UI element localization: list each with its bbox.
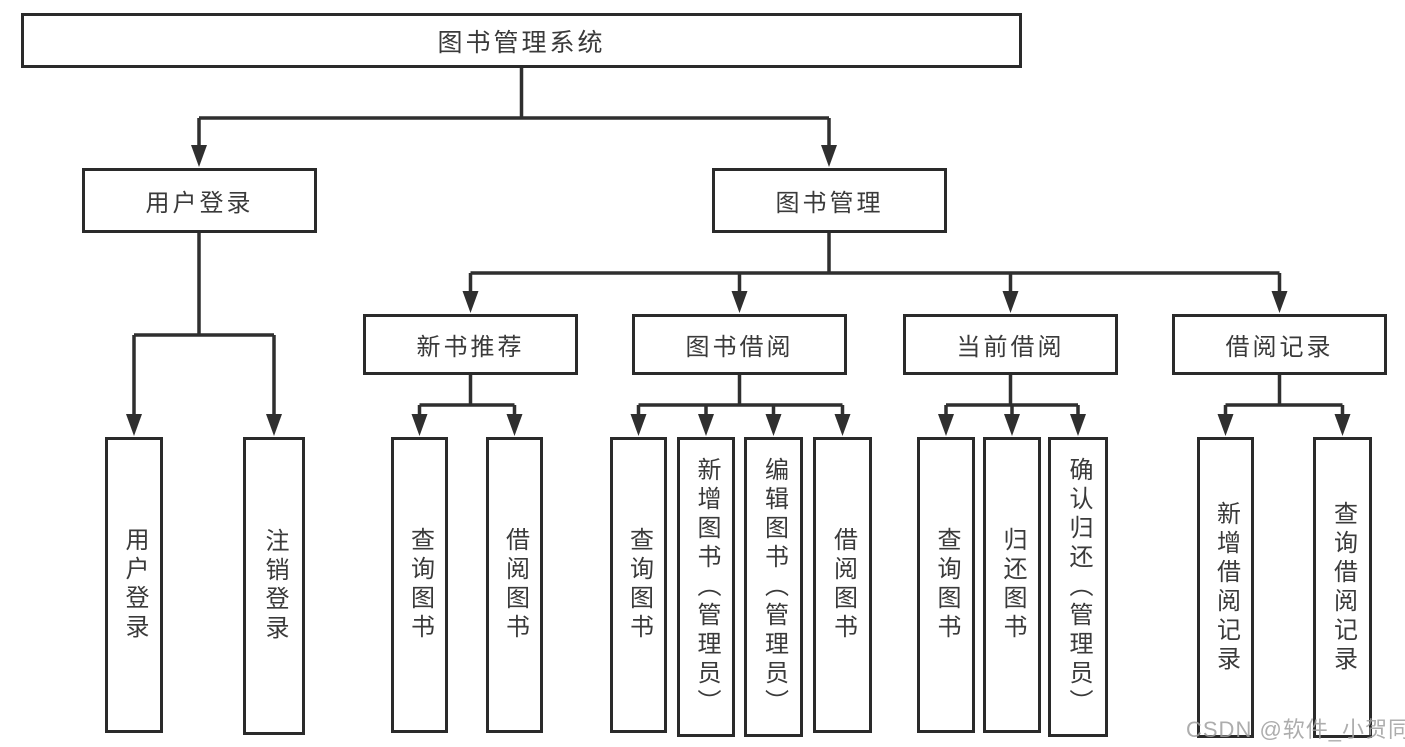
- node-label: 新增图书（管理员）: [693, 456, 720, 718]
- node-borrow-records: 借阅记录: [1172, 314, 1387, 375]
- leaf-records-query: 查询借阅记录: [1313, 437, 1372, 738]
- node-user-login: 用户登录: [82, 168, 317, 233]
- node-label: 借阅图书: [501, 527, 529, 643]
- connector-records-to-leaves: [1217, 375, 1351, 436]
- node-current-borrow: 当前借阅: [903, 314, 1118, 375]
- node-label: 编辑图书（管理员）: [760, 456, 788, 718]
- node-label: 新书推荐: [416, 334, 525, 361]
- leaf-borrow-borrow: 借阅图书: [813, 437, 872, 733]
- leaf-borrow-query: 查询图书: [610, 437, 667, 733]
- node-root: 图书管理系统: [21, 13, 1022, 68]
- leaf-current-return: 归还图书: [983, 437, 1041, 733]
- node-label: 用户登录: [121, 527, 148, 643]
- node-label: 新增借阅记录: [1212, 500, 1240, 675]
- node-book-borrow: 图书借阅: [632, 314, 847, 375]
- node-label: 图书管理系统: [437, 28, 606, 57]
- connector-current-to-leaves: [938, 375, 1086, 436]
- connector-management-to-level3: [462, 233, 1288, 313]
- node-label: 注销登录: [261, 528, 288, 644]
- leaf-newbook-query: 查询图书: [391, 437, 448, 733]
- leaf-current-query: 查询图书: [917, 437, 975, 733]
- node-label: 当前借阅: [956, 334, 1065, 361]
- leaf-borrow-edit-admin: 编辑图书（管理员）: [744, 437, 803, 737]
- connector-root-to-level2: [191, 68, 837, 167]
- leaf-user-login: 用户登录: [105, 437, 163, 733]
- node-book-management: 图书管理: [712, 168, 947, 233]
- node-label: 归还图书: [999, 527, 1026, 643]
- connector-userlogin-to-leaves: [126, 233, 282, 436]
- leaf-newbook-borrow: 借阅图书: [486, 437, 543, 733]
- node-label: 查询借阅记录: [1329, 500, 1357, 675]
- node-label: 查询图书: [406, 527, 434, 643]
- node-label: 确认归还（管理员）: [1065, 456, 1092, 718]
- leaf-current-confirm-admin: 确认归还（管理员）: [1048, 437, 1108, 737]
- node-label: 用户登录: [145, 190, 254, 217]
- leaf-borrow-add-admin: 新增图书（管理员）: [677, 437, 735, 737]
- node-label: 借阅图书: [829, 527, 857, 643]
- watermark: CSDN @软件_小贺同学: [1186, 717, 1405, 742]
- node-label: 图书管理: [775, 190, 884, 217]
- leaf-logout: 注销登录: [243, 437, 305, 735]
- node-label: 借阅记录: [1225, 334, 1334, 361]
- node-label: 查询图书: [933, 527, 960, 643]
- node-new-book-recommend: 新书推荐: [363, 314, 578, 375]
- connector-borrow-to-leaves: [630, 375, 851, 436]
- node-label: 查询图书: [625, 527, 653, 643]
- leaf-records-add: 新增借阅记录: [1197, 437, 1254, 738]
- connector-newbook-to-leaves: [411, 375, 523, 436]
- node-label: 图书借阅: [685, 334, 794, 361]
